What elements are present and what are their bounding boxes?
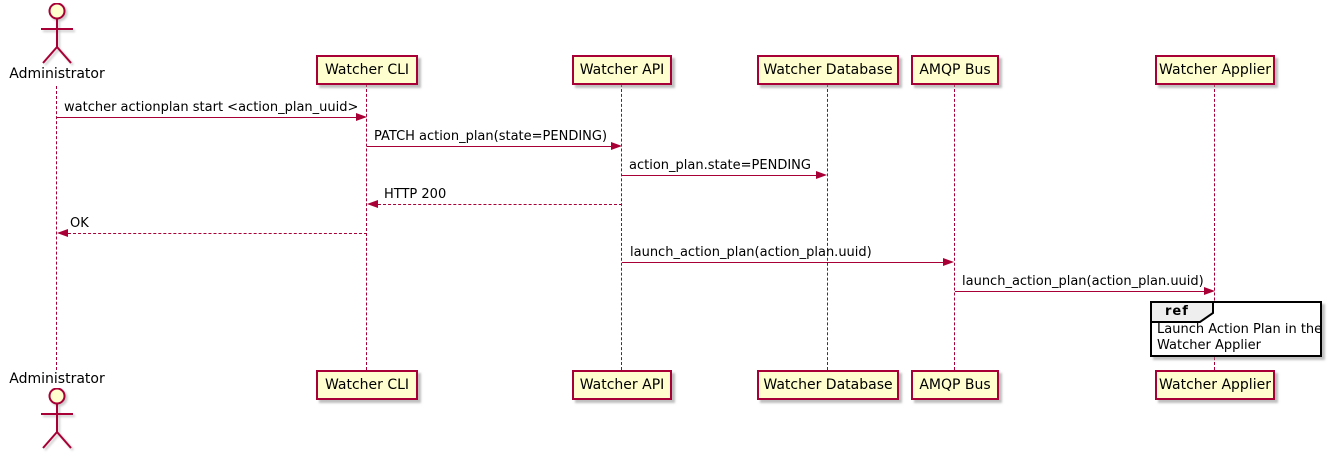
ref-text-line2: Watcher Applier <box>1157 338 1261 353</box>
lifeline-watcher-applier <box>1214 84 1215 370</box>
message-3-line <box>622 175 817 176</box>
participant-watcher-database-bottom: Watcher Database <box>757 370 899 400</box>
participant-label: Watcher Applier <box>1159 377 1271 393</box>
lifeline-watcher-api <box>621 84 622 370</box>
participant-watcher-cli-top: Watcher CLI <box>316 55 418 85</box>
ref-tab <box>1150 301 1214 323</box>
participant-amqp-bus-top: AMQP Bus <box>911 55 999 85</box>
participant-watcher-api-bottom: Watcher API <box>572 370 672 400</box>
participant-watcher-applier-top: Watcher Applier <box>1155 55 1275 85</box>
actor-icon <box>41 388 73 449</box>
message-1-arrowhead-icon <box>356 113 367 121</box>
participant-label: Watcher API <box>579 377 665 393</box>
actor-icon <box>41 3 73 64</box>
participant-label: AMQP Bus <box>919 377 991 393</box>
message-7-label: launch_action_plan(action_plan.uuid) <box>962 274 1204 289</box>
lifeline-administrator <box>56 86 57 370</box>
message-6-arrowhead-icon <box>943 258 954 266</box>
lifeline-watcher-cli <box>366 84 367 370</box>
message-3-arrowhead-icon <box>816 171 827 179</box>
participant-watcher-applier-bottom: Watcher Applier <box>1155 370 1275 400</box>
participant-label: Watcher Database <box>763 377 893 393</box>
participant-watcher-api-top: Watcher API <box>572 55 672 85</box>
message-2-line <box>367 146 612 147</box>
lifeline-watcher-database <box>827 84 828 370</box>
actor-label-top: Administrator <box>9 66 105 82</box>
message-6-line <box>622 262 944 263</box>
participant-label: Watcher CLI <box>324 377 410 393</box>
message-6-label: launch_action_plan(action_plan.uuid) <box>630 245 872 260</box>
message-5-arrowhead-icon <box>57 229 68 237</box>
message-4-line <box>378 204 622 205</box>
message-2-arrowhead-icon <box>611 142 622 150</box>
participant-watcher-cli-bottom: Watcher CLI <box>316 370 418 400</box>
participant-watcher-database-top: Watcher Database <box>757 55 899 85</box>
message-1-line <box>57 117 357 118</box>
participant-label: Watcher CLI <box>324 62 410 78</box>
participant-label: Watcher Applier <box>1159 62 1271 78</box>
message-1-label: watcher actionplan start <action_plan_uu… <box>64 100 359 115</box>
actor-label-bottom: Administrator <box>9 371 105 387</box>
participant-label: Watcher API <box>579 62 665 78</box>
message-3-label: action_plan.state=PENDING <box>629 158 811 173</box>
message-4-arrowhead-icon <box>367 200 378 208</box>
lifeline-amqp-bus <box>954 84 955 370</box>
ref-frame: ref Launch Action Plan in the Watcher Ap… <box>1150 301 1322 357</box>
message-5-label: OK <box>70 216 89 231</box>
message-5-line <box>68 233 367 234</box>
participant-label: Watcher Database <box>763 62 893 78</box>
message-4-label: HTTP 200 <box>384 187 447 202</box>
message-7-arrowhead-icon <box>1204 287 1215 295</box>
ref-text: Launch Action Plan in the Watcher Applie… <box>1157 322 1322 354</box>
message-2-label: PATCH action_plan(state=PENDING) <box>374 129 608 144</box>
participant-label: AMQP Bus <box>919 62 991 78</box>
ref-text-line1: Launch Action Plan in the <box>1157 322 1323 337</box>
participant-amqp-bus-bottom: AMQP Bus <box>911 370 999 400</box>
message-7-line <box>955 291 1205 292</box>
ref-keyword: ref <box>1165 304 1189 319</box>
